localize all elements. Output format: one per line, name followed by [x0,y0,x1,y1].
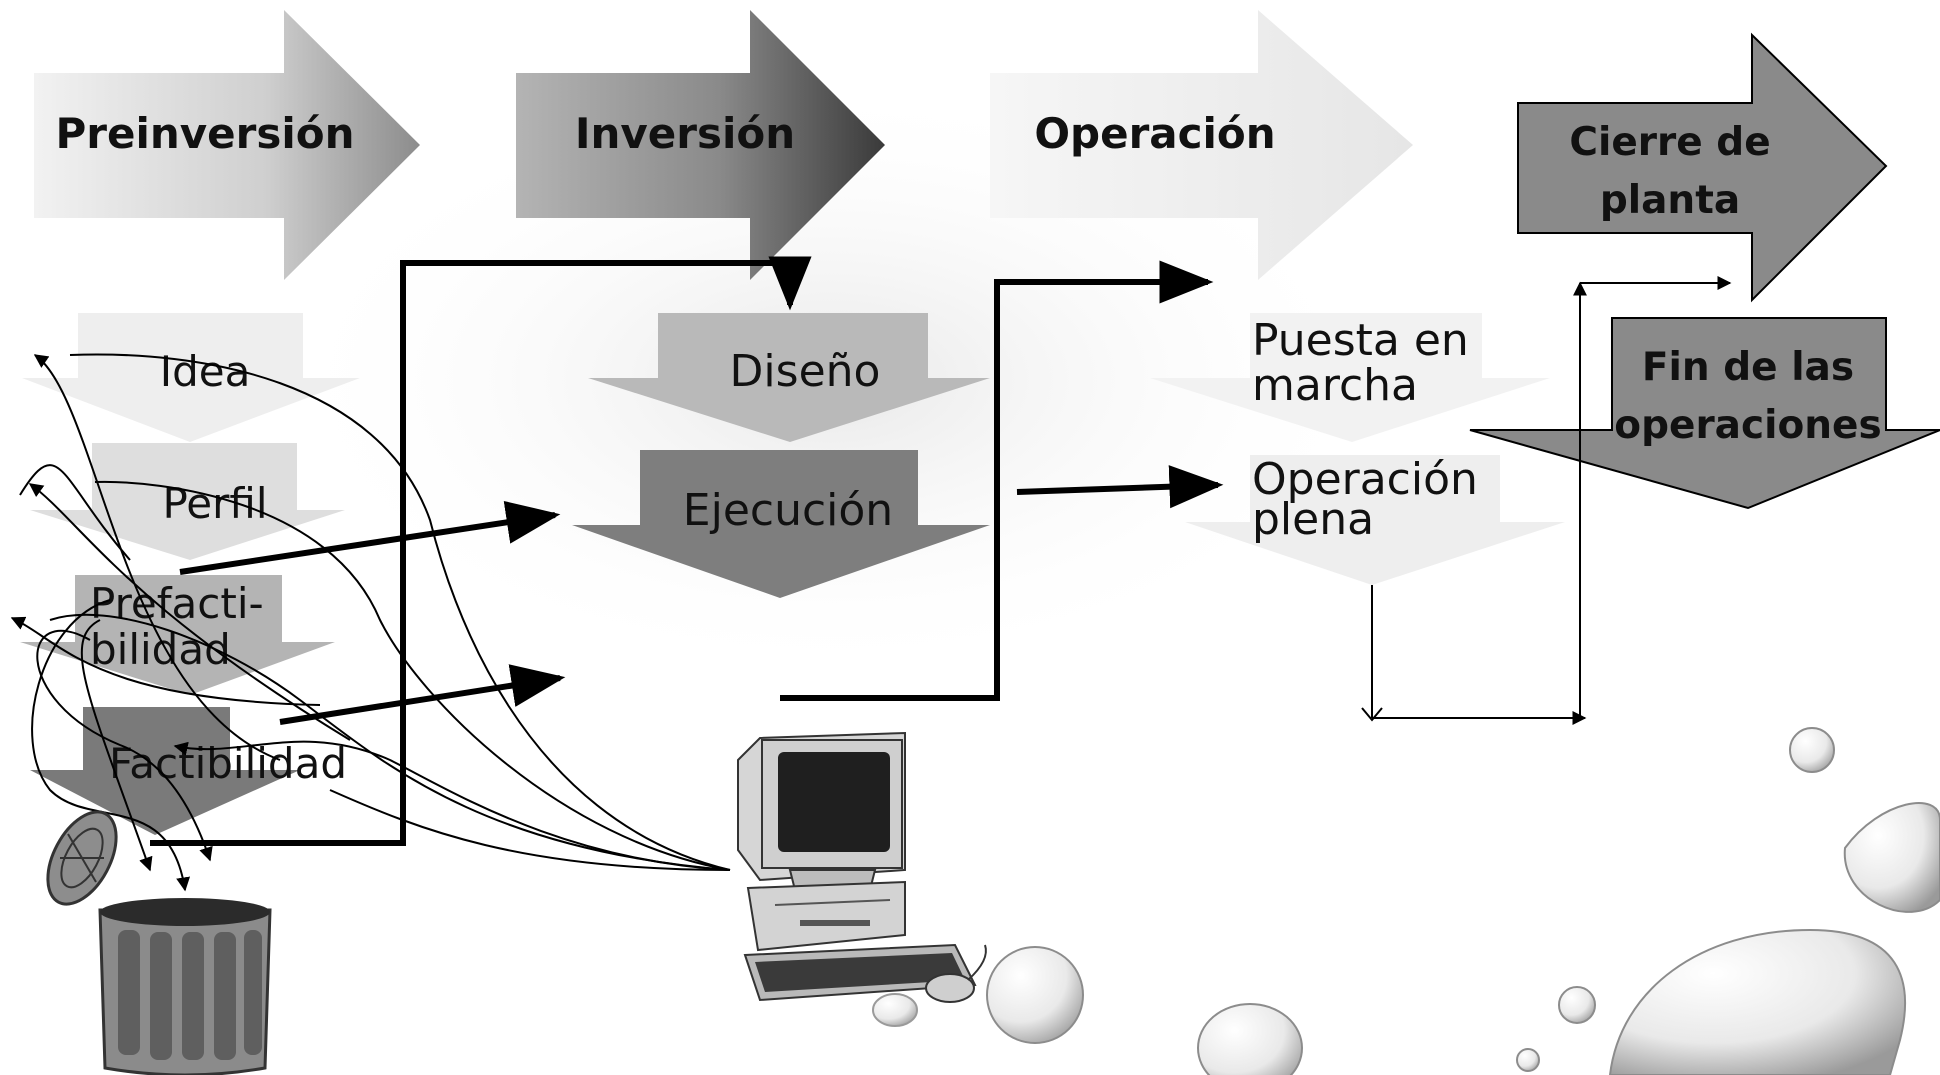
stage-arrow-factibilidad: Factibilidad [30,707,347,835]
stage-label-operacion-plena-line1: Operación [1252,454,1478,505]
closure-connectors [1361,276,1732,725]
stage-arrow-fin-operaciones: Fin de las operaciones [1469,317,1940,510]
connector-ejecucion-to-operacion-plena [1016,465,1224,509]
flow-connectors [150,256,1224,846]
connector-perfil-to-ejecucion [179,500,561,575]
phase-arrow-operacion: Operación [990,10,1413,280]
phase-label-preinversion: Preinversión [55,109,354,158]
feedback-curves [10,353,731,892]
stage-arrow-ejecucion: Ejecución [572,450,990,598]
connector-factibilidad-to-inversion [279,664,566,725]
stage-arrow-diseno: Diseño [588,313,990,442]
stage-label-fin-line2: operaciones [1614,403,1881,448]
water-drops-decoration [872,727,1940,1075]
phase-label-cierre-line1: Cierre de [1569,120,1770,165]
stage-label-puesta-line1: Puesta en [1252,315,1469,366]
stage-arrow-perfil: Perfil [30,443,345,560]
phase-arrow-inversion: Inversión [516,10,885,280]
trash-can-icon [46,810,272,1075]
stage-label-operacion-plena-line2: plena [1252,494,1374,545]
computer-icon [737,731,987,1003]
stage-arrow-idea: Idea [22,313,360,442]
stage-label-perfil: Perfil [162,479,267,528]
stage-arrow-operacion-plena: Operación plena [1185,454,1565,585]
stage-label-puesta-line2: marcha [1252,360,1418,411]
stage-label-diseno: Diseño [730,346,881,397]
phase-label-inversion: Inversión [575,109,795,158]
stage-label-fin-line1: Fin de las [1642,345,1854,390]
connector-factibilidad-to-diseno [150,256,812,846]
stage-label-prefactibilidad-line2: bilidad [90,625,231,674]
stage-arrow-prefactibilidad: Prefacti- bilidad [20,575,335,695]
phase-arrow-preinversion: Preinversión [34,10,420,280]
stage-label-idea: Idea [160,347,251,396]
connector-ejecucion-to-puesta [780,260,1214,701]
stage-label-ejecucion: Ejecución [683,485,893,536]
phase-arrow-cierre: Cierre de planta [1517,32,1888,303]
stage-arrow-puesta-en-marcha: Puesta en marcha [1150,313,1550,442]
phase-label-operacion: Operación [1034,109,1275,158]
phase-label-cierre-line2: planta [1600,178,1740,223]
stage-label-factibilidad: Factibilidad [109,739,347,788]
